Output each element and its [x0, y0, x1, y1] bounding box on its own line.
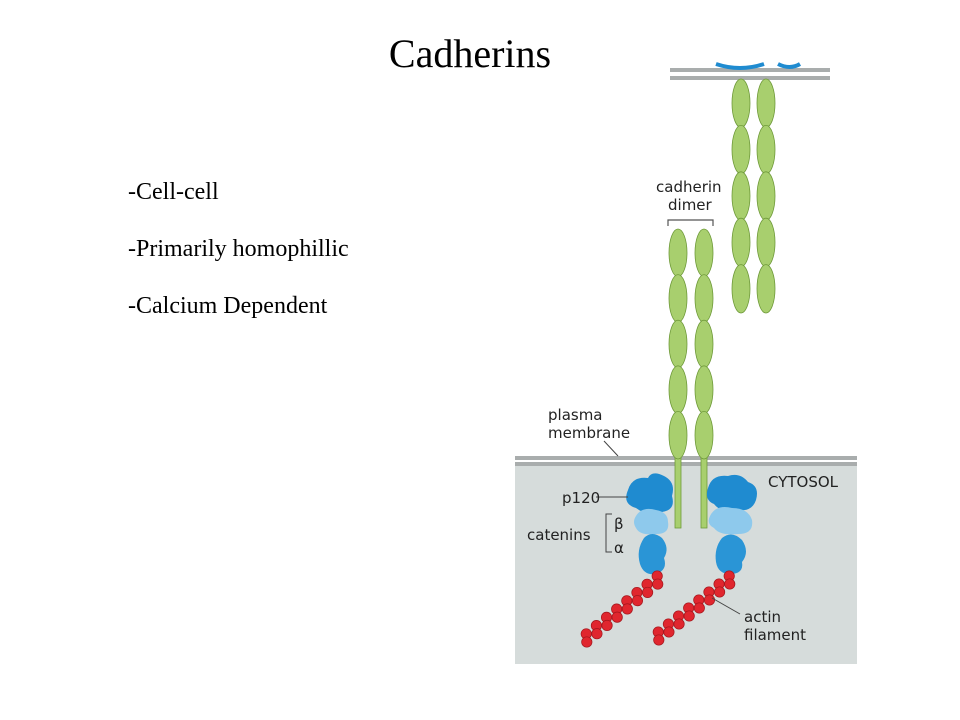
actin-left-subunit	[591, 628, 603, 640]
catenins-label: catenins	[527, 526, 591, 544]
plasma-membrane-lower-inner	[515, 462, 857, 466]
actin-filament-label-2: filament	[744, 626, 806, 644]
upper-cadherin-left-domain	[731, 78, 751, 128]
lower-cadherin-left-domain	[668, 319, 688, 369]
lower-cadherin-right-domain	[694, 411, 714, 460]
p120-shape-left	[626, 473, 673, 514]
lower-cadherin-right-stalk	[700, 451, 708, 529]
plasma-membrane-lower	[515, 456, 857, 460]
bullet-homophillic: -Primarily homophillic	[128, 236, 349, 262]
actin-left-subunit	[621, 603, 633, 615]
upper-cadherin-left-domain	[731, 125, 751, 175]
lower-cadherin-right-domain	[694, 319, 714, 369]
cytosol-region	[515, 462, 857, 664]
upper-cadherin-right-domain	[756, 125, 776, 175]
lower-cadherin-right-domain	[694, 274, 714, 323]
cytosol-label: CYTOSOL	[768, 473, 839, 491]
lower-cadherin-left-domain	[668, 274, 688, 323]
actin-right-subunit	[663, 626, 675, 638]
actin-right-subunit	[724, 578, 736, 590]
actin-filament-right	[652, 570, 736, 646]
upper-cadherin-left-domain	[731, 217, 751, 267]
actin-filament-label-1: actin	[744, 608, 781, 626]
upper-cadherin-right-domain	[756, 264, 776, 314]
alpha-label: α	[614, 539, 624, 557]
lower-cadherin-left-stalk	[674, 451, 682, 529]
lower-cadherin-right-domain	[694, 228, 714, 277]
alpha-catenin-shape-left	[638, 534, 667, 575]
actin-left-subunit	[631, 595, 644, 607]
plasma-membrane-pointer	[603, 440, 619, 457]
plasma-membrane-label-1: plasma	[548, 406, 603, 424]
lower-cadherin-right-domain	[694, 365, 714, 414]
cadherin-dimer-label-2: dimer	[668, 196, 713, 214]
catenins-bracket	[605, 513, 612, 553]
actin-right-subunit	[714, 586, 726, 598]
dimer-bracket	[667, 219, 714, 226]
lower-cadherin-dimer	[668, 228, 714, 529]
p120-shape-right	[706, 474, 757, 512]
actin-left-subunit	[642, 586, 654, 598]
plasma-membrane-label-2: membrane	[548, 424, 630, 442]
beta-catenin-shape-right	[708, 507, 753, 535]
actin-right-subunit	[683, 610, 695, 622]
upper-cadherin-left-domain	[731, 264, 751, 314]
upper-cell-blue-edge	[715, 62, 802, 70]
beta-catenin-shape-left	[634, 508, 669, 535]
actin-right-subunit	[703, 594, 716, 606]
actin-left-subunit	[601, 619, 613, 632]
plasma-membrane-upper-inner	[670, 76, 830, 80]
lower-cadherin-left-domain	[668, 228, 688, 277]
p120-label: p120	[562, 489, 600, 507]
plasma-membrane-upper	[670, 68, 830, 72]
actin-left-subunit	[611, 611, 623, 623]
upper-cadherin-dimer	[731, 78, 776, 314]
bullet-calcium-dependent: -Calcium Dependent	[128, 293, 328, 319]
actin-right-subunit	[673, 618, 685, 630]
alpha-catenin-shape-right	[715, 534, 746, 574]
upper-cadherin-right-domain	[756, 217, 776, 267]
catenin-complex-left	[626, 473, 673, 575]
catenin-complex-right	[706, 474, 757, 574]
actin-right-subunit	[693, 602, 705, 614]
cadherin-dimer-label-1: cadherin	[656, 178, 722, 196]
upper-cadherin-right-domain	[756, 171, 776, 221]
page-title: Cadherins	[388, 31, 552, 76]
upper-cadherin-left-domain	[731, 171, 751, 221]
bullet-cell-cell: -Cell-cell	[128, 179, 219, 205]
actin-right-subunit	[653, 634, 665, 646]
beta-label: β	[614, 515, 624, 533]
actin-pointer	[711, 597, 741, 615]
upper-cadherin-right-domain	[756, 78, 776, 128]
lower-cadherin-left-domain	[668, 365, 688, 414]
lower-cadherin-left-domain	[668, 411, 688, 460]
bullet-list: -Cell-cell -Primarily homophillic -Calci…	[128, 172, 349, 343]
actin-left-subunit	[652, 578, 664, 590]
actin-filament-left	[580, 570, 664, 648]
actin-left-subunit	[581, 636, 593, 648]
